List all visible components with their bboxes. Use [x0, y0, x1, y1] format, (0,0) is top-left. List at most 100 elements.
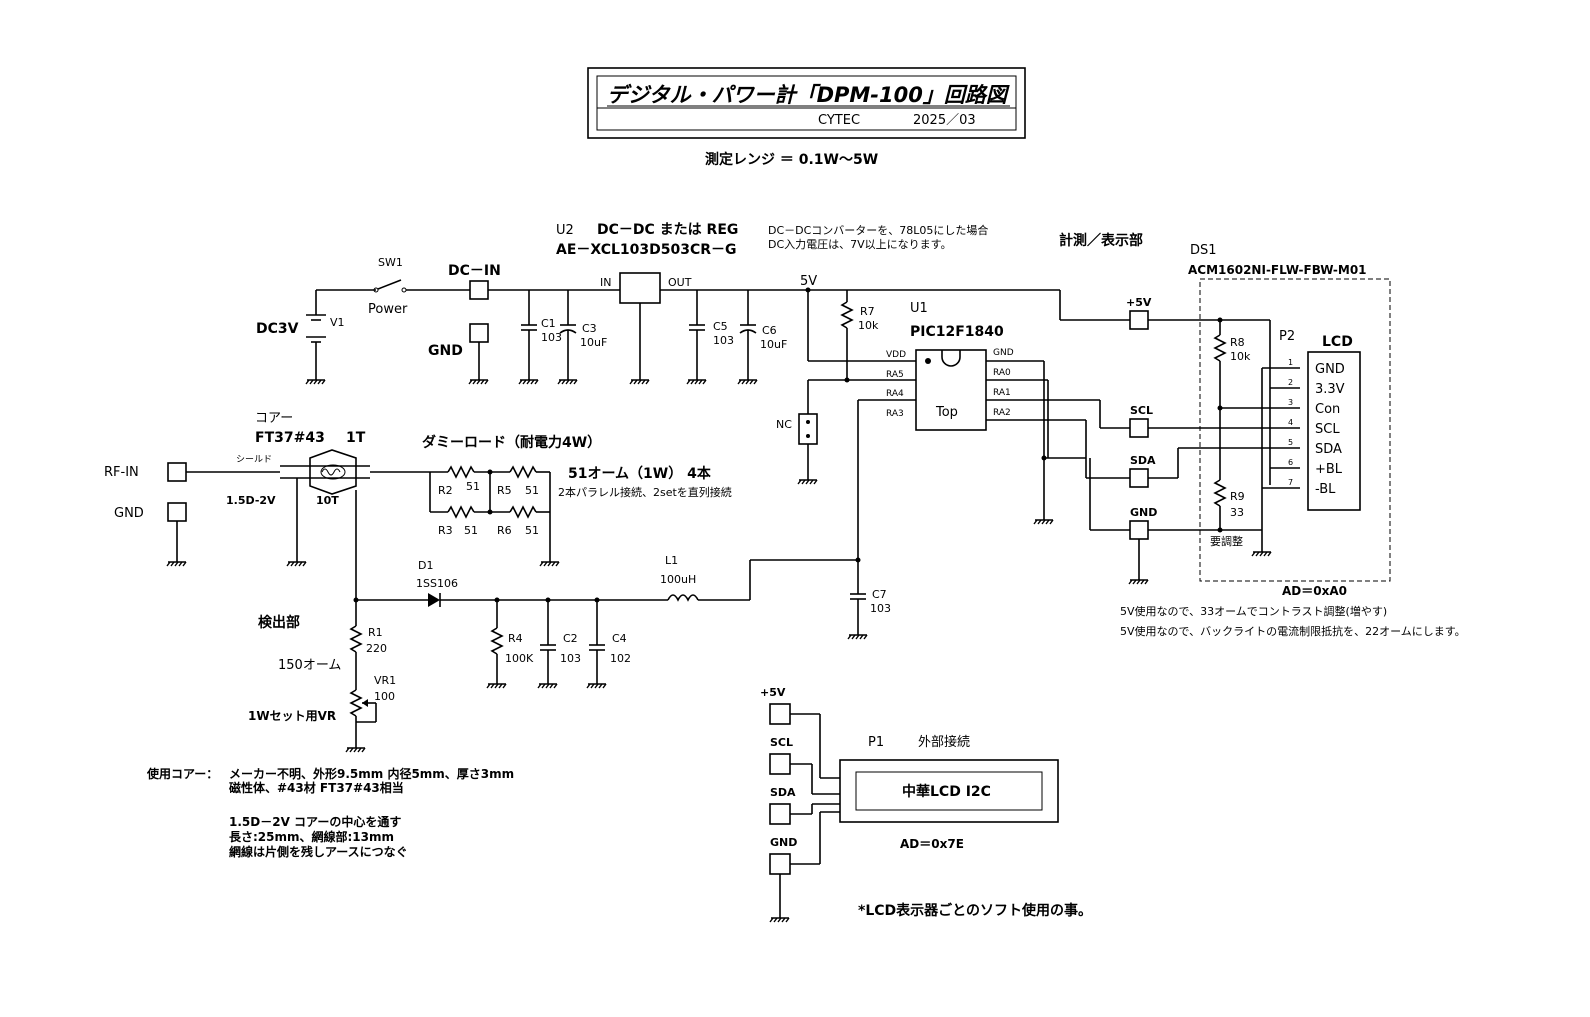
l1-label: L1 — [665, 554, 678, 567]
title-block: デジタル・パワー計「DPM-100」回路図 CYTEC 2025／03 — [587, 67, 1026, 139]
dc-in-label: DC－IN — [448, 263, 501, 279]
ground-symbol — [1251, 551, 1272, 557]
software-footnote: *LCD表示器ごとのソフト使用の事。 — [858, 902, 1092, 919]
sda-label: SDA — [1130, 454, 1156, 467]
ground-symbol — [686, 379, 707, 385]
pin-num-2: 2 — [1288, 378, 1293, 387]
r9-label: R9 — [1230, 490, 1245, 503]
d1-value: 1SS106 — [416, 577, 458, 590]
rf-in-terminal — [167, 462, 187, 482]
r1-value: 220 — [366, 642, 387, 655]
turns-10t: 10T — [316, 494, 339, 507]
p1-desc: 外部接続 — [918, 734, 970, 750]
pin-num-5: 5 — [1288, 438, 1293, 447]
lcd-label: LCD — [1322, 334, 1353, 350]
r7-label: R7 — [860, 305, 875, 318]
c1-label: C1 — [541, 317, 556, 330]
c3-value: 10uF — [580, 336, 607, 349]
ext-scl-terminal — [769, 753, 791, 775]
c2-value: 103 — [560, 652, 581, 665]
measure-range: 測定レンジ ＝ 0.1W～5W — [705, 151, 878, 168]
ground-symbol — [1033, 519, 1054, 525]
lcd-pin-1-label: GND — [1315, 362, 1345, 377]
ground-symbol — [518, 379, 539, 385]
lcd-pin-6-label: +BL — [1315, 462, 1343, 477]
r1-label: R1 — [368, 626, 383, 639]
rf-section: RF-IN GND コアー FT37#43 1T シールド 1.5D-2V 10… — [104, 411, 750, 748]
lcd-pin-3-label: Con — [1315, 402, 1340, 417]
chip-top-label: Top — [935, 405, 958, 420]
pin-ra1: RA1 — [993, 388, 1011, 398]
power-switch-label: Power — [368, 302, 408, 317]
ds1-part: ACM1602NI-FLW-FBW-M01 — [1188, 263, 1367, 277]
core-note-2: 磁性体、#43材 FT37#43相当 — [228, 780, 404, 795]
ds1-label: DS1 — [1190, 243, 1217, 258]
c5-label: C5 — [713, 320, 728, 333]
mcu-section: R7 10k U1 PIC12F1840 Top VDD RA5 RA4 RA3… — [660, 287, 1101, 635]
pin-ra0: RA0 — [993, 368, 1011, 378]
r4-label: R4 — [508, 632, 523, 645]
ground-symbol — [345, 747, 366, 753]
nc-jumper — [798, 413, 818, 445]
i2c-lcd-address: AD＝0x7E — [900, 837, 964, 851]
pin-ra5: RA5 — [886, 370, 904, 380]
ds1-dashed-box — [1199, 278, 1391, 582]
c6-value: 10uF — [760, 338, 787, 351]
scl-label: SCL — [1130, 404, 1153, 417]
vr1-label: VR1 — [374, 674, 396, 687]
5v-rail-label: 5V — [800, 274, 817, 289]
gnd-label-display: GND — [1130, 506, 1157, 519]
u2-desc: DC－DC または REG — [597, 222, 738, 238]
u2-out-pin: OUT — [668, 276, 692, 289]
c3-label: C3 — [582, 322, 597, 335]
vr-set-label: 1Wセット用VR — [248, 709, 336, 723]
ground-symbols — [166, 379, 1272, 923]
i2c-lcd-label: 中華LCD I2C — [902, 783, 991, 800]
power-section: U2 DC－DC または REG AE－XCL103D503CR－G DC－DC… — [256, 222, 1060, 380]
title-main: デジタル・パワー計「DPM-100」回路図 — [607, 83, 1010, 107]
r5-label: R5 — [497, 484, 512, 497]
ground-symbol — [847, 634, 868, 640]
gnd-label-power: GND — [428, 343, 463, 359]
pin-num-1: 1 — [1288, 358, 1293, 367]
resistor-note-2: 2本パラレル接続、2setを直列接続 — [558, 485, 732, 499]
turns-1t: 1T — [346, 430, 366, 446]
lcd-pin-4-label: SCL — [1315, 422, 1340, 437]
ground-symbol — [166, 561, 187, 567]
shield-label: シールド — [236, 455, 272, 465]
u2-part: AE－XCL103D503CR－G — [556, 242, 737, 258]
regulator-note-2: DC入力電圧は、7V以上になります。 — [768, 238, 952, 251]
c4-label: C4 — [612, 632, 627, 645]
plus5v-terminal — [1129, 310, 1149, 330]
gnd-terminal-display — [1129, 520, 1149, 540]
display-header: 計測／表示部 — [1059, 232, 1143, 249]
title-date: 2025／03 — [913, 113, 976, 128]
r3-value: 51 — [464, 524, 478, 537]
p1-label: P1 — [868, 735, 884, 750]
scl-terminal — [1129, 418, 1149, 438]
l1-value: 100uH — [660, 573, 696, 586]
c1-value: 103 — [541, 331, 562, 344]
pin-ra2: RA2 — [993, 408, 1011, 418]
dc-in-terminal — [469, 280, 489, 300]
rf-in-label: RF-IN — [104, 465, 139, 480]
u1-label: U1 — [910, 301, 928, 316]
ground-symbol — [468, 379, 489, 385]
core-note-heading: 使用コアー： — [146, 766, 218, 781]
ground-symbol — [557, 379, 578, 385]
title-company: CYTEC — [818, 113, 860, 128]
pin-num-3: 3 — [1288, 398, 1293, 407]
r6-label: R6 — [497, 524, 512, 537]
r6-value: 51 — [525, 524, 539, 537]
resistor-note-1: 51オーム（1W） 4本 — [568, 465, 712, 482]
dc3v-label: DC3V — [256, 321, 299, 337]
ground-symbol — [539, 561, 560, 567]
nc-label: NC — [776, 418, 792, 431]
cable-label: 1.5D-2V — [226, 494, 276, 507]
ground-symbol — [737, 379, 758, 385]
c7-value: 103 — [870, 602, 891, 615]
ground-symbol — [769, 917, 790, 923]
r7-value: 10k — [858, 319, 879, 332]
lcd-pin-5-label: SDA — [1315, 442, 1342, 457]
external-connection: +5V SCL SDA GND P1 外部接続 中華LCD I2C AD＝0x7… — [760, 686, 1092, 919]
